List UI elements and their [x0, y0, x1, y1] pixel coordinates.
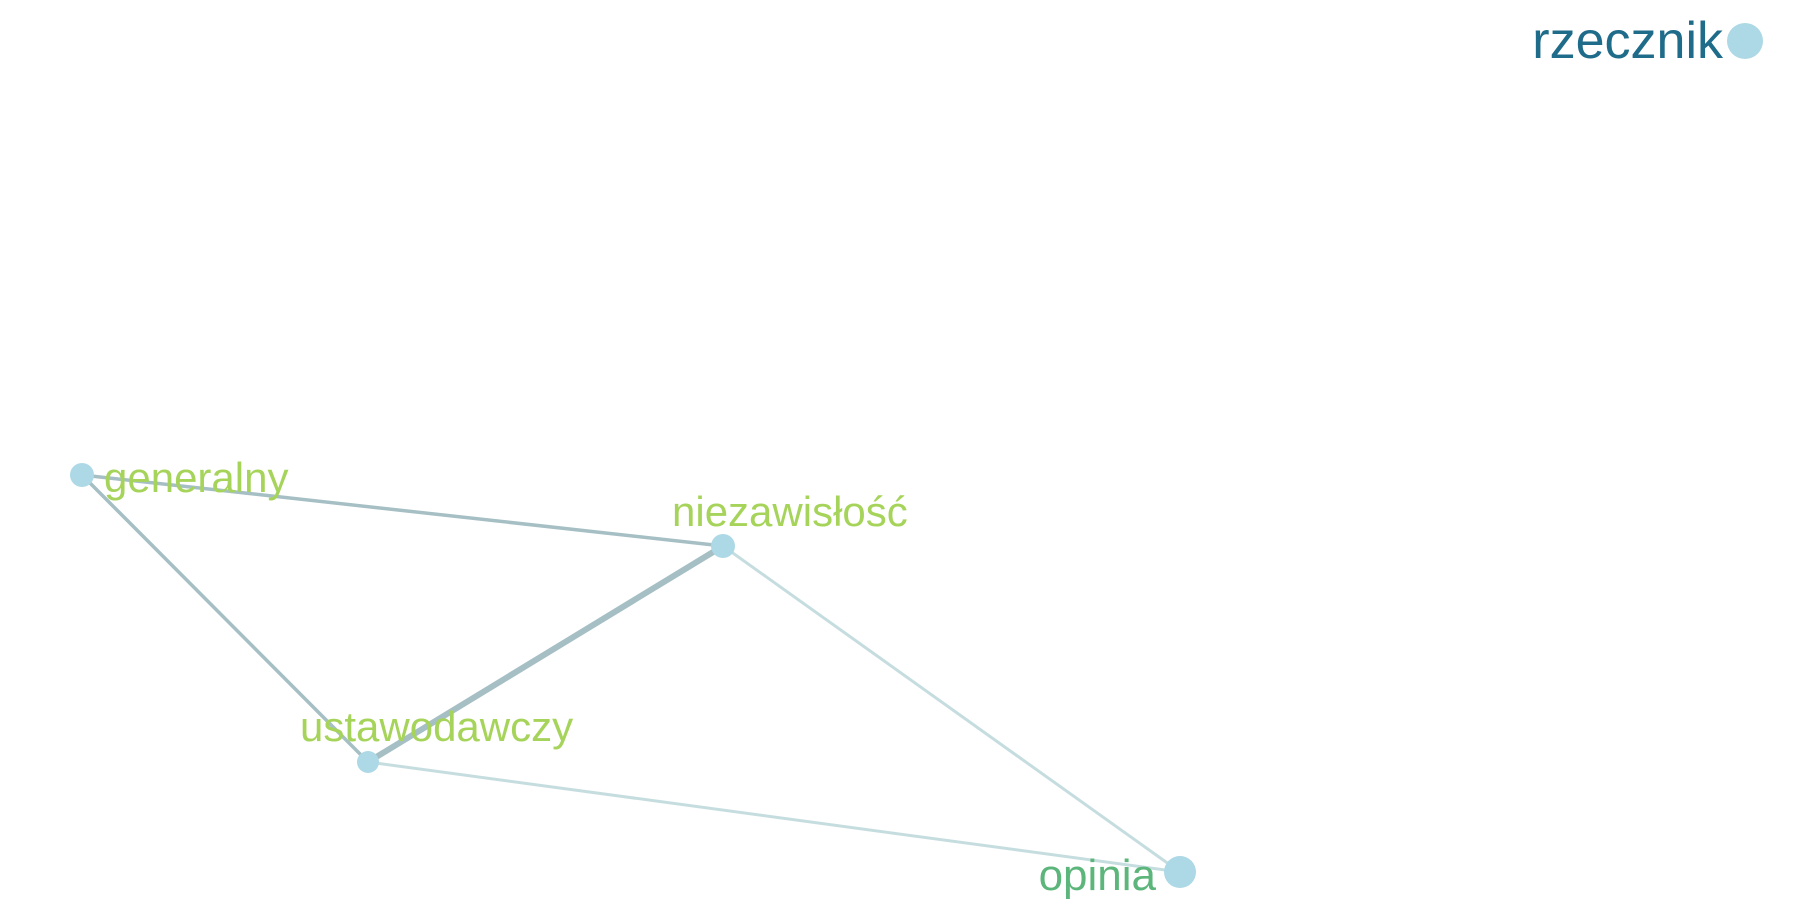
graph-nodes: rzecznik generalny niezawisłość ustawodawcz…: [70, 12, 1763, 900]
node-ustawodawczy: ustawodawczy: [300, 703, 573, 773]
node-label-generalny: generalny: [104, 454, 288, 501]
node-rzecznik: rzecznik: [1532, 12, 1763, 70]
node-label-niezawislosc: niezawisłość: [672, 488, 908, 535]
node-label-rzecznik: rzecznik: [1532, 12, 1724, 70]
edge-generalny-ustawodawczy: [80, 473, 370, 764]
node-circle-ustawodawczy: [357, 751, 379, 773]
node-circle-niezawislosc: [711, 534, 735, 558]
edge-ustawodawczy-opinia: [366, 760, 1182, 874]
node-label-opinia: opinia: [1039, 851, 1157, 900]
edge-niezawislosc-opinia: [721, 544, 1182, 874]
node-circle-generalny: [70, 463, 94, 487]
edge-generalny-niezawislosc: [80, 473, 725, 548]
node-label-ustawodawczy: ustawodawczy: [300, 703, 573, 750]
node-niezawislosc: niezawisłość: [672, 488, 908, 558]
edge-niezawislosc-ustawodawczy: [365, 543, 726, 765]
node-circle-opinia: [1164, 856, 1196, 888]
node-generalny: generalny: [70, 454, 288, 501]
node-circle-rzecznik: [1727, 23, 1763, 59]
graph-edges: [80, 473, 1182, 874]
node-opinia: opinia: [1039, 851, 1196, 900]
